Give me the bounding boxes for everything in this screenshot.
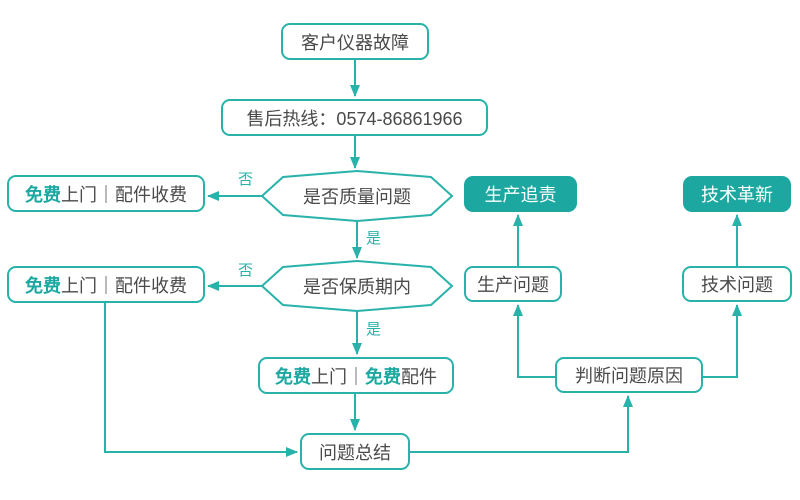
node-problem-summary-label: 问题总结 xyxy=(319,442,391,463)
paid-parts-text: 上门｜配件收费 xyxy=(61,275,187,296)
edge-label-no-warranty: 否 xyxy=(236,262,256,279)
node-tech-problem: 技术问题 xyxy=(682,266,792,302)
node-production-problem-label: 生产问题 xyxy=(477,275,549,295)
node-production-accountability: 生产追责 xyxy=(464,176,577,212)
parts-text: 配件 xyxy=(401,366,437,387)
node-free-visit-paid-parts-2: 免费 上门｜配件收费 xyxy=(7,266,205,303)
node-production-problem: 生产问题 xyxy=(464,266,562,302)
edge-label-yes-quality: 是 xyxy=(364,230,384,247)
node-hotline-label: 售后热线：0574-86861966 xyxy=(246,108,463,129)
edge-judge-to-techproblem xyxy=(703,304,742,378)
node-tech-innovation-label: 技术革新 xyxy=(701,185,773,205)
edge-left2-to-summary xyxy=(104,303,298,457)
node-problem-summary: 问题总结 xyxy=(300,433,410,470)
edge-summary-to-judge xyxy=(410,395,633,453)
decision-quality-label-wrap: 是否质量问题 xyxy=(262,171,452,221)
node-production-accountability-label: 生产追责 xyxy=(484,185,557,205)
free-highlight: 免费 xyxy=(275,366,311,387)
node-tech-innovation: 技术革新 xyxy=(683,176,791,212)
decision-hexagon-warranty xyxy=(260,259,454,313)
node-free-visit-free-parts: 免费 上门｜ 免费 配件 xyxy=(258,357,454,394)
paid-parts-text: 上门｜配件收费 xyxy=(61,184,187,205)
decision-hexagon-quality xyxy=(260,169,454,223)
node-tech-problem-label: 技术问题 xyxy=(701,275,773,295)
decision-warranty-label: 是否保质期内 xyxy=(303,277,411,297)
edge-judge-to-prodproblem xyxy=(513,304,555,378)
node-free-visit-paid-parts-1: 免费 上门｜配件收费 xyxy=(7,175,205,212)
decision-warranty-label-wrap: 是否保质期内 xyxy=(262,261,452,311)
node-customer-fault-label: 客户仪器故障 xyxy=(301,32,409,53)
visit-divider-text: 上门｜ xyxy=(311,366,365,387)
decision-quality-label: 是否质量问题 xyxy=(303,187,411,207)
node-customer-fault: 客户仪器故障 xyxy=(281,23,429,60)
free-highlight: 免费 xyxy=(365,366,401,387)
edge-label-yes-warranty: 是 xyxy=(364,321,384,338)
node-judge-cause: 判断问题原因 xyxy=(555,357,703,393)
free-highlight: 免费 xyxy=(25,184,61,205)
edge-label-no-quality: 否 xyxy=(236,171,256,188)
free-highlight: 免费 xyxy=(25,275,61,296)
node-hotline: 售后热线：0574-86861966 xyxy=(221,99,488,136)
node-judge-cause-label: 判断问题原因 xyxy=(575,366,683,386)
